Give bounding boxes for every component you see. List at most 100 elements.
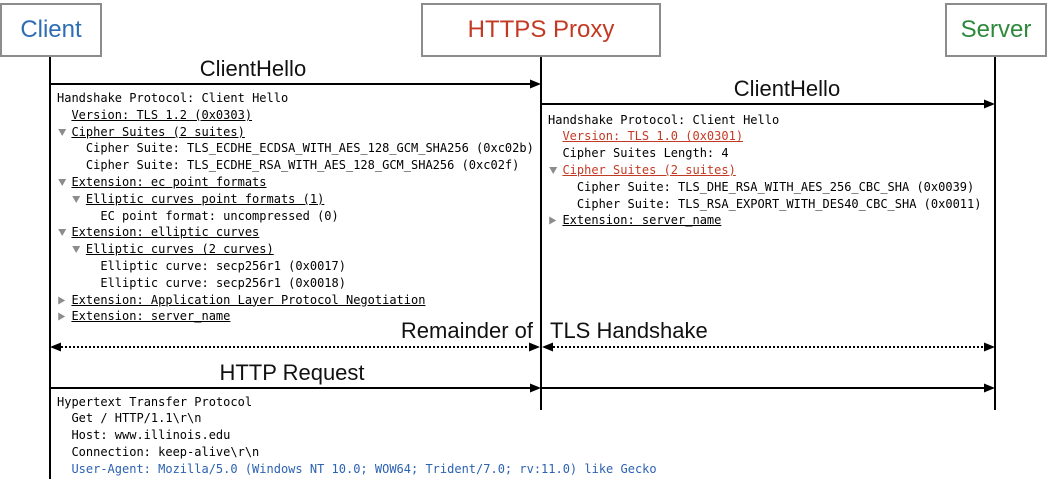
row-text: Extension: server_name [71,309,231,324]
row-text: Hypertext Transfer Protocol [57,394,253,409]
tls-version-field: Version: TLS 1.0 (0x0301) [548,128,981,145]
triangle-down-icon [58,128,67,136]
arrowhead-right [984,383,995,393]
row-text: Elliptic curves point formats (1) [85,191,325,206]
cipher-suites-field: Cipher Suites (2 suites) [57,124,534,141]
row-text: Connection: keep-alive\r\n [71,444,260,459]
triangle-right-icon [58,312,66,321]
triangle-down-shape [72,246,81,254]
row-text: Handshake Protocol: Client Hello [57,91,289,105]
alpn-extension: Extension: Application Layer Protocol Ne… [57,292,534,309]
triangle-down-icon [72,246,81,254]
elliptic-curves-field: Elliptic curves (2 curves) [57,241,534,258]
arrowhead-right [529,342,540,352]
row-text: Extension: server_name [562,213,722,228]
row-text: Host: www.illinois.edu [71,428,231,443]
row-text: Cipher Suite: TLS_ECDHE_ECDSA_WITH_AES_1… [85,141,534,156]
ec-point-formats-extension: Extension: ec point formats [57,174,534,191]
row-text: Elliptic curves (2 curves) [85,242,274,257]
http-request-label: HTTP Request [219,360,365,385]
tls-version-field: Version: TLS 1.2 (0x0303) [57,107,534,124]
server-participant-label: Server [960,16,1032,43]
arrowhead-right [530,383,541,393]
triangle-down-icon [58,178,67,186]
ec-point-format-item: EC point format: uncompressed (0) [57,208,534,225]
client-participant-label: Client [20,16,82,43]
http-protocol-header: Hypertext Transfer Protocol [57,394,657,411]
row-text: Elliptic curve: secp256r1 (0x0017) [100,258,346,273]
row-text: Cipher Suites Length: 4 [562,146,729,161]
cipher-suites-length-field: Cipher Suites Length: 4 [548,145,981,162]
row-text: Handshake Protocol: Client Hello [548,112,780,127]
triangle-right-icon [549,216,557,225]
request-line: Get / HTTP/1.1\r\n [57,410,657,427]
row-text: Cipher Suite: TLS_RSA_EXPORT_WITH_DES40_… [576,196,982,211]
row-text: Elliptic curve: secp256r1 (0x0018) [100,275,346,290]
client-hello-label-proxy-to-server: ClientHello [733,76,841,101]
row-text: Cipher Suite: TLS_ECDHE_RSA_WITH_AES_128… [85,158,520,173]
ec-point-formats-field: Elliptic curves point formats (1) [57,191,534,208]
cipher-suite-item: Cipher Suite: TLS_DHE_RSA_WITH_AES_256_C… [548,179,981,196]
row-text: Cipher Suite: TLS_DHE_RSA_WITH_AES_256_C… [576,179,975,194]
arrowhead-right [984,342,995,352]
client-hello-details-from-proxy: Handshake Protocol: Client Hello Version… [548,112,981,230]
cipher-suite-item: Cipher Suite: TLS_ECDHE_ECDSA_WITH_AES_1… [57,140,534,157]
row-text: Cipher Suites (2 suites) [562,162,736,177]
arrowhead-left [50,342,61,352]
triangle-down-shape [58,128,67,136]
row-text: Version: TLS 1.0 (0x0301) [562,129,744,144]
triangle-right-shape [549,216,557,225]
tls-handshake-arrow-proxy-server [542,342,995,352]
server-participant-box: Server [945,3,1047,57]
proxy-participant-label: HTTPS Proxy [467,16,615,43]
row-text: Extension: ec point formats [71,174,267,189]
triangle-down-shape [549,166,558,174]
tls-handshake-label: TLS Handshake [550,318,708,343]
http-request-arrow-client-to-proxy [50,383,541,393]
elliptic-curve-item: Elliptic curve: secp256r1 (0x0018) [57,275,534,292]
triangle-down-shape [72,195,81,203]
arrowhead-left [542,342,553,352]
elliptic-curve-item: Elliptic curve: secp256r1 (0x0017) [57,258,534,275]
triangle-down-shape [58,178,67,186]
triangle-right-shape [58,296,66,305]
host-header: Host: www.illinois.edu [57,427,657,444]
tls-handshake-arrow-client-proxy [50,342,540,352]
client-hello-arrow-proxy-to-server [541,99,995,109]
remainder-of-label: Remainder of [400,318,533,343]
user-agent-header: User-Agent: Mozilla/5.0 (Windows NT 10.0… [57,461,657,478]
triangle-down-icon [72,195,81,203]
triangle-down-icon [549,166,558,174]
handshake-protocol-header: Handshake Protocol: Client Hello [548,112,981,129]
triangle-right-icon [58,296,66,305]
row-text: Extension: elliptic curves [71,225,260,240]
arrowhead-right [984,99,995,109]
row-text: User-Agent: Mozilla/5.0 (Windows NT 10.0… [71,461,657,476]
triangle-down-icon [58,229,67,237]
elliptic-curves-extension: Extension: elliptic curves [57,224,534,241]
http-request-arrow-proxy-to-server [541,383,995,393]
row-text: Cipher Suites (2 suites) [71,124,245,139]
row-text: Extension: Application Layer Protocol Ne… [71,292,426,307]
connection-header: Connection: keep-alive\r\n [57,444,657,461]
cipher-suite-item: Cipher Suite: TLS_ECDHE_RSA_WITH_AES_128… [57,157,534,174]
client-hello-details-from-client: Handshake Protocol: Client Hello Version… [57,90,534,325]
server-name-extension: Extension: server_name [548,212,981,229]
http-request-details-from-client: Hypertext Transfer Protocol Get / HTTP/1… [57,394,657,478]
cipher-suite-item: Cipher Suite: TLS_RSA_EXPORT_WITH_DES40_… [548,196,982,213]
server-name-extension: Extension: server_name [57,308,534,325]
client-participant-box: Client [0,3,102,57]
client-hello-arrow-client-to-proxy [50,79,541,89]
row-text: EC point format: uncompressed (0) [100,208,339,223]
triangle-down-shape [58,229,67,237]
cipher-suites-field: Cipher Suites (2 suites) [548,162,981,179]
handshake-protocol-header: Handshake Protocol: Client Hello [57,90,534,107]
row-text: Version: TLS 1.2 (0x0303) [71,107,253,122]
arrowhead-right [530,79,541,89]
row-text: Get / HTTP/1.1\r\n [71,411,202,426]
triangle-right-shape [58,312,66,321]
proxy-participant-box: HTTPS Proxy [421,3,661,57]
client-hello-label-client-to-proxy: ClientHello [199,56,307,81]
